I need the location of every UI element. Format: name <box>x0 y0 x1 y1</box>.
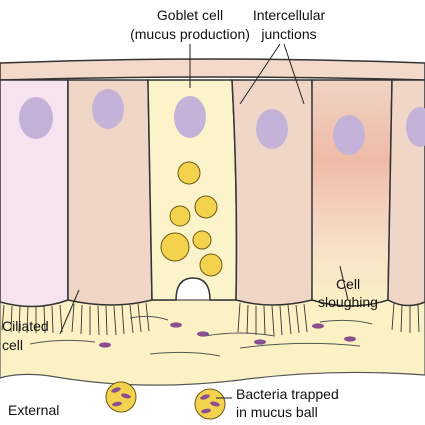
bacterium <box>344 336 356 342</box>
bacterium <box>254 339 266 345</box>
mucus-granule <box>199 253 223 277</box>
junctions-label-line1: Intercellular <box>253 7 326 23</box>
nucleus <box>333 115 365 155</box>
cilia <box>1 302 420 336</box>
sloughing-cell <box>311 79 393 307</box>
bacteria-label-line2: in mucus ball <box>236 404 318 420</box>
ciliated-label-line1: Ciliated <box>2 318 49 334</box>
nucleus <box>92 89 124 129</box>
bacterium <box>99 342 111 348</box>
bacterium <box>170 322 182 328</box>
mucus-granules <box>160 161 223 277</box>
sloughing-leader <box>339 265 349 301</box>
goblet-label-line2: (mucus production) <box>130 26 250 42</box>
mucus-ball <box>105 381 137 413</box>
nucleus <box>19 97 53 139</box>
mucus-layer <box>0 299 425 386</box>
mucus-debris <box>29 315 373 357</box>
external-label: External <box>8 402 59 418</box>
mucus-granule <box>194 195 218 219</box>
leader-lines <box>59 43 349 399</box>
junctions-label-line2: junctions <box>260 26 316 42</box>
ciliated-leader <box>59 289 80 335</box>
sloughing-label-line1: Cell <box>336 276 360 292</box>
bacteria-label-line1: Bacteria trapped <box>236 386 339 402</box>
junction-leader-left <box>239 43 281 105</box>
bacterium <box>197 331 209 337</box>
mucus-ball <box>194 388 226 420</box>
bacteria-in-mucus <box>99 322 356 348</box>
mucus-granule <box>192 230 212 250</box>
basement-membrane <box>0 58 425 81</box>
mucus-granule <box>177 161 201 185</box>
goblet-label-line1: Goblet cell <box>157 7 223 23</box>
ciliated-label-line2: cell <box>2 337 23 353</box>
mucus-granule <box>169 205 191 227</box>
mucus-granule <box>160 232 190 262</box>
junction-leader-right <box>283 43 305 105</box>
nucleus <box>256 109 288 149</box>
bacterium <box>312 323 324 329</box>
sloughing-label-line2: sloughing <box>318 294 378 310</box>
nucleus <box>406 107 425 147</box>
nucleus <box>174 96 206 138</box>
